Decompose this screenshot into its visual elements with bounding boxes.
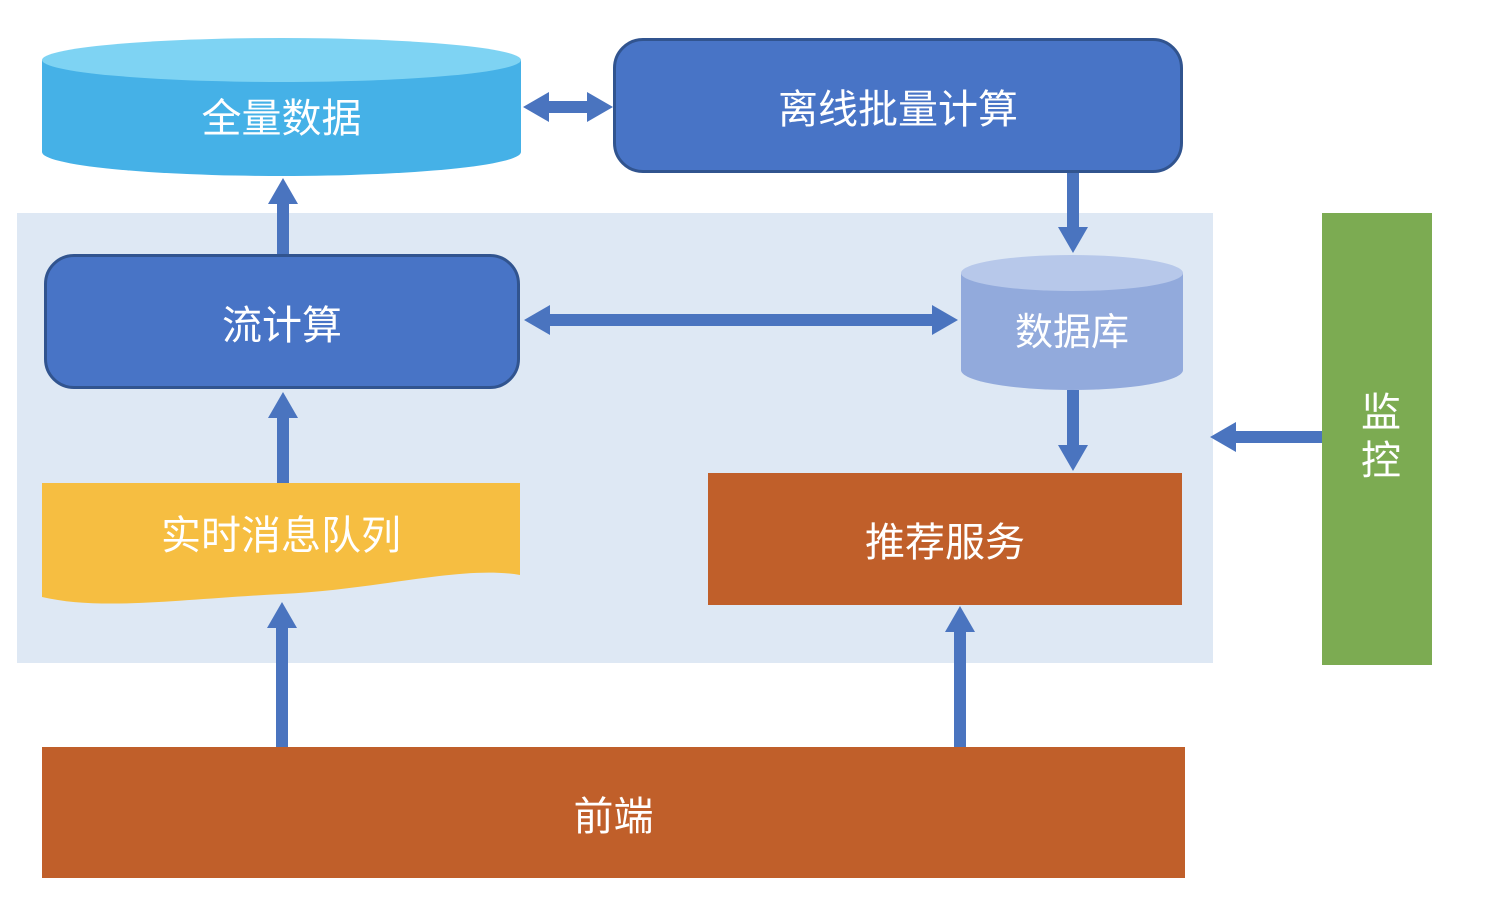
stream-compute-label: 流计算	[222, 303, 342, 348]
node-monitoring: 监控	[1322, 213, 1432, 665]
arrow-shaft	[546, 314, 936, 326]
node-database: 数据库	[961, 255, 1183, 390]
node-stream-compute: 流计算	[44, 254, 520, 389]
node-full-data: 全量数据	[42, 38, 521, 176]
arrow-shaft	[545, 101, 591, 113]
arrow-shaft	[277, 202, 289, 254]
arrowhead-right	[932, 305, 958, 335]
arrowhead-up	[268, 392, 298, 418]
node-realtime-message-queue: 实时消息队列	[42, 483, 520, 605]
node-frontend: 前端	[42, 747, 1185, 878]
monitoring-label: 监控	[1355, 391, 1399, 487]
arrowhead-right	[587, 92, 613, 122]
cylinder-body	[961, 273, 1183, 390]
arrowhead-down	[1058, 445, 1088, 471]
arrow-shaft	[276, 626, 288, 747]
arrow-shaft	[1067, 390, 1079, 445]
database-label: 数据库	[1014, 312, 1129, 354]
arrow-realtime-queue-stream-compute	[268, 392, 298, 483]
arrowhead-left	[524, 305, 550, 335]
wave-shape	[42, 483, 520, 604]
offline-batch-label: 离线批量计算	[778, 87, 1018, 132]
arrow-stream-compute-database	[524, 305, 958, 335]
arrow-stream-compute-full-data	[268, 178, 298, 254]
arrowhead-up	[267, 602, 297, 628]
arrow-shaft	[1067, 173, 1079, 227]
arrow-frontend-recommend-service	[945, 606, 975, 747]
realtime-queue-label: 实时消息队列	[161, 514, 401, 558]
arrow-monitoring-panel	[1210, 422, 1322, 452]
arrow-frontend-realtime-queue	[267, 602, 297, 747]
arrow-shaft	[954, 630, 966, 747]
arrow-database-recommend-service	[1058, 390, 1088, 471]
frontend-label: 前端	[573, 794, 654, 839]
arrowhead-down	[1058, 227, 1088, 253]
arrowhead-up	[268, 178, 298, 204]
cylinder-top	[42, 38, 521, 82]
recommend-service-label: 推荐服务	[865, 521, 1025, 565]
arrow-shaft	[1232, 431, 1322, 443]
node-recommend-service: 推荐服务	[708, 473, 1182, 605]
arrow-offline-batch-database	[1058, 173, 1088, 253]
cylinder-top	[961, 255, 1183, 291]
arrow-fulldata-offline-batch	[523, 92, 613, 122]
arrowhead-up	[945, 606, 975, 632]
arrowhead-left	[523, 92, 549, 122]
full-data-label: 全量数据	[201, 97, 362, 141]
node-offline-batch-compute: 离线批量计算	[613, 38, 1183, 173]
arrowhead-left	[1210, 422, 1236, 452]
arrow-shaft	[277, 416, 289, 483]
